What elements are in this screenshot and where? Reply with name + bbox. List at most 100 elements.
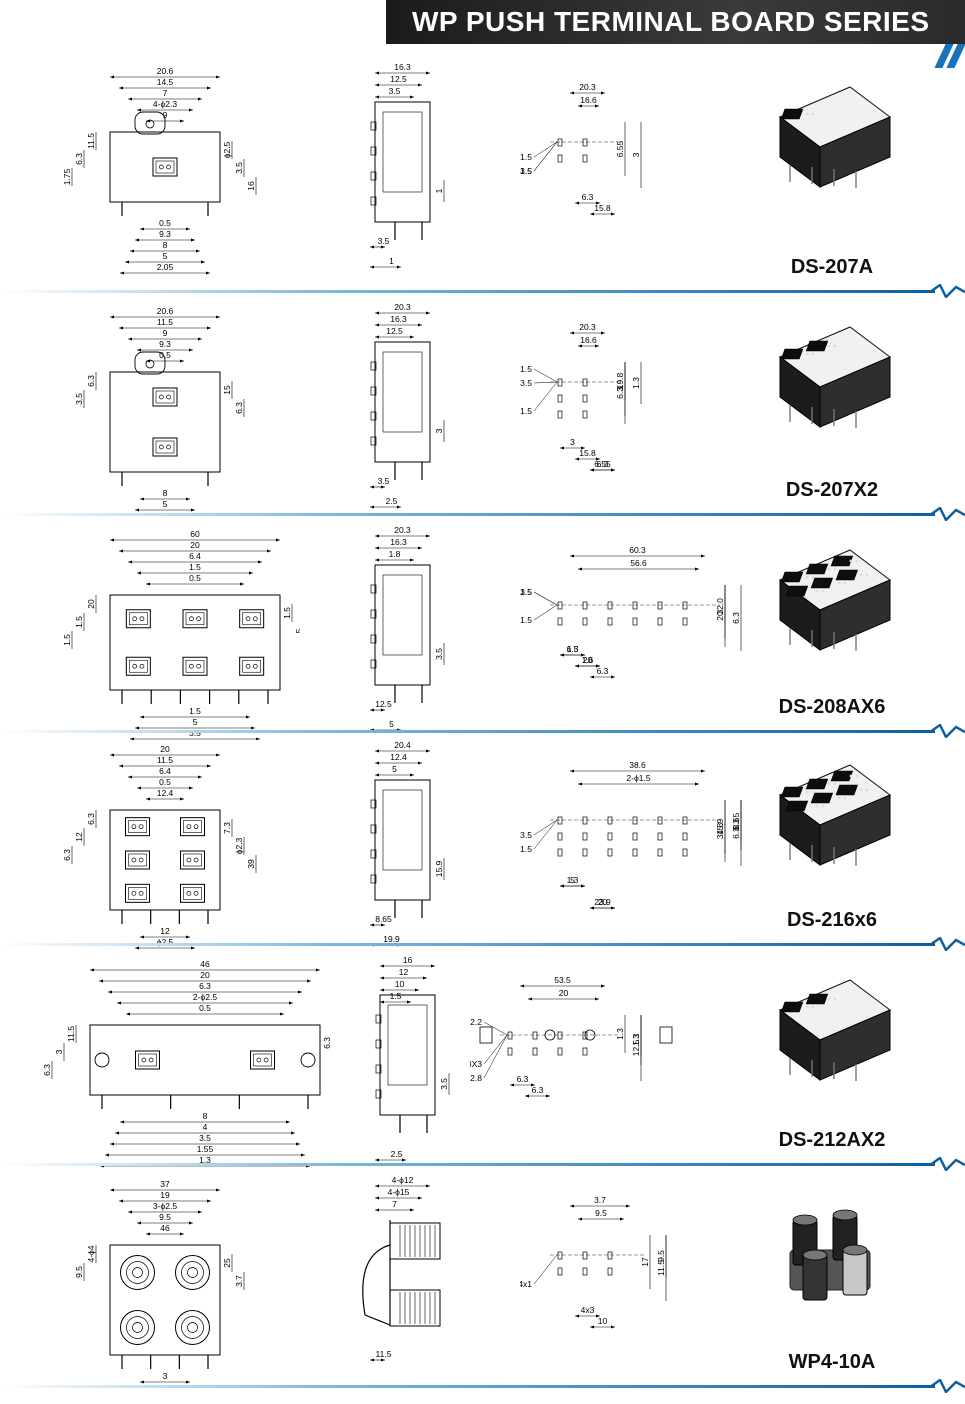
- dimension-label: 2-3x3.5: [520, 587, 532, 597]
- model-label: WP4-10A: [788, 1351, 876, 1373]
- dimension-label: 3: [631, 152, 641, 157]
- side-view-drawing: 20.316.31.812.53.55: [370, 525, 445, 732]
- dimension-label: 9: [163, 110, 168, 120]
- dimension-label: 20.6: [157, 66, 174, 76]
- dimension-label: 20.3: [579, 322, 596, 332]
- dimension-label: 4x3: [581, 1305, 595, 1315]
- dimension-label: 2.5: [391, 1149, 403, 1159]
- dimension-label: 38.6: [629, 760, 646, 770]
- section-divider: [0, 507, 965, 521]
- dimension-label: 3: [434, 428, 444, 433]
- dimension-label: 16: [403, 955, 413, 965]
- product-photo: [779, 326, 891, 428]
- dimension-label: 1.3: [567, 875, 579, 885]
- dimension-label: 16.6: [580, 95, 597, 105]
- dimension-label: 1.5: [62, 634, 72, 646]
- dimension-label: 1.3: [615, 1028, 625, 1040]
- dimension-label: 4-ϕ12: [392, 1175, 414, 1185]
- dimension-label: 12: [160, 926, 170, 936]
- dimension-label: 6.3: [199, 981, 211, 991]
- dimension-label: 7.3: [222, 822, 232, 834]
- dimension-label: 2-3x3.5: [520, 830, 532, 840]
- dimension-label: 17: [640, 1257, 650, 1267]
- section-divider: [0, 937, 965, 951]
- dimension-label: 2.0: [715, 598, 725, 610]
- dimension-label: 1.3: [631, 1034, 641, 1046]
- dimension-label: 15.8: [579, 448, 596, 458]
- dimension-label: ϕ2.5: [222, 141, 232, 158]
- dimension-label: 2-3X3.5: [520, 166, 532, 176]
- model-label: DS-208AX6: [778, 696, 886, 718]
- section-divider: [0, 1157, 965, 1171]
- dimension-label: 9.5: [656, 1250, 666, 1262]
- product-row: 46206.32-ϕ2.50.5843.51.551.311.56.331.75…: [0, 955, 965, 1170]
- dimension-label: 9.5: [159, 1212, 171, 1222]
- dimension-label: 1.3: [567, 644, 579, 654]
- dimension-label: 20: [583, 655, 593, 665]
- section-divider: [0, 724, 965, 738]
- dimension-label: 7: [163, 88, 168, 98]
- dimension-label: 12.5: [390, 74, 407, 84]
- dimension-label: 11.5: [157, 755, 173, 765]
- dimension-label: 10: [598, 1316, 608, 1326]
- dimension-label: 15.9: [434, 860, 444, 877]
- dimension-label: 6.3: [731, 827, 741, 839]
- dimension-label: 0.5: [199, 1003, 211, 1013]
- dimension-label: 11.5: [86, 133, 96, 149]
- pcb-layout-drawing: 38.62-ϕ1.58.65515.923.96.32-3x3.512-1x1.…: [520, 760, 742, 910]
- dimension-label: 3.7: [594, 1195, 606, 1205]
- product-row: 60206.41.50.51.553.5201.51.551.520.316.3…: [0, 525, 965, 740]
- dimension-label: 20.3: [394, 302, 411, 312]
- pcb-layout-drawing: 20.316.61.32-ϕ1.536.552-3x3.515.819.834-…: [520, 322, 642, 472]
- dimension-label: 12-ϕ1.5: [520, 587, 532, 597]
- side-view-drawing: 16.312.53.53.511: [370, 62, 445, 269]
- dimension-label: 37: [160, 1179, 170, 1189]
- dimension-label: 16: [246, 181, 256, 191]
- dimension-label: 1.75: [62, 168, 72, 185]
- dimension-label: 3: [54, 1049, 64, 1054]
- dimension-label: 0.5: [189, 573, 201, 583]
- dimension-label: 6.3: [86, 813, 96, 825]
- dimension-label: 5: [389, 719, 394, 729]
- dimension-label: 1.5: [390, 991, 402, 1001]
- dimension-label: 2.5: [386, 496, 398, 506]
- dimension-label: 6.3: [322, 1037, 330, 1049]
- dimension-label: 60: [190, 529, 200, 539]
- dimension-label: 6.3: [615, 387, 625, 399]
- dimension-label: 9.3: [159, 229, 171, 239]
- front-view-drawing: 46206.32-ϕ2.50.5843.51.551.311.56.331.75…: [42, 959, 330, 1168]
- pcb-layout-drawing: 60.356.62-ϕ1.56.532-3x3.56.31.62.01.312-…: [520, 545, 742, 679]
- dimension-label: 3: [163, 1371, 168, 1381]
- dimension-label: 16.3: [390, 314, 407, 324]
- dimension-label: 20.4: [394, 740, 411, 750]
- dimension-label: 1: [389, 256, 394, 266]
- dimension-label: 16.6: [580, 335, 597, 345]
- dimension-label: 12.5: [631, 1039, 641, 1056]
- dimension-label: 3: [715, 609, 725, 614]
- dimension-label: 0.5: [159, 777, 171, 787]
- dimension-label: 53.5: [554, 975, 571, 985]
- dimension-label: 3: [615, 386, 625, 391]
- dimension-label: ϕ2.3: [234, 837, 244, 854]
- dimension-label: 1: [434, 188, 444, 193]
- dimension-label: 3.5: [199, 1133, 211, 1143]
- dimension-label: ϕ2.8: [470, 1073, 482, 1083]
- product-photo: [789, 1209, 871, 1301]
- dimension-label: 6.5: [567, 644, 579, 654]
- dimension-label: 19: [160, 1190, 170, 1200]
- dimension-label: 20: [190, 540, 200, 550]
- dimension-label: 3.7: [234, 1275, 244, 1287]
- dimension-label: 1.5: [74, 616, 84, 628]
- dimension-label: 60.3: [629, 545, 646, 555]
- dimension-label: 6.3: [582, 192, 594, 202]
- pcb-layout-drawing: 53.52032-3X3ϕ2.82-ϕ2.212.56.31.36.31.3: [470, 975, 673, 1098]
- dimension-label: 6.3: [517, 1074, 529, 1084]
- dimension-label: 2-ϕ1.5: [520, 406, 532, 416]
- dimension-label: 5: [163, 251, 168, 261]
- dimension-label: 7: [392, 1199, 397, 1209]
- dimension-label: 8.65: [731, 812, 741, 829]
